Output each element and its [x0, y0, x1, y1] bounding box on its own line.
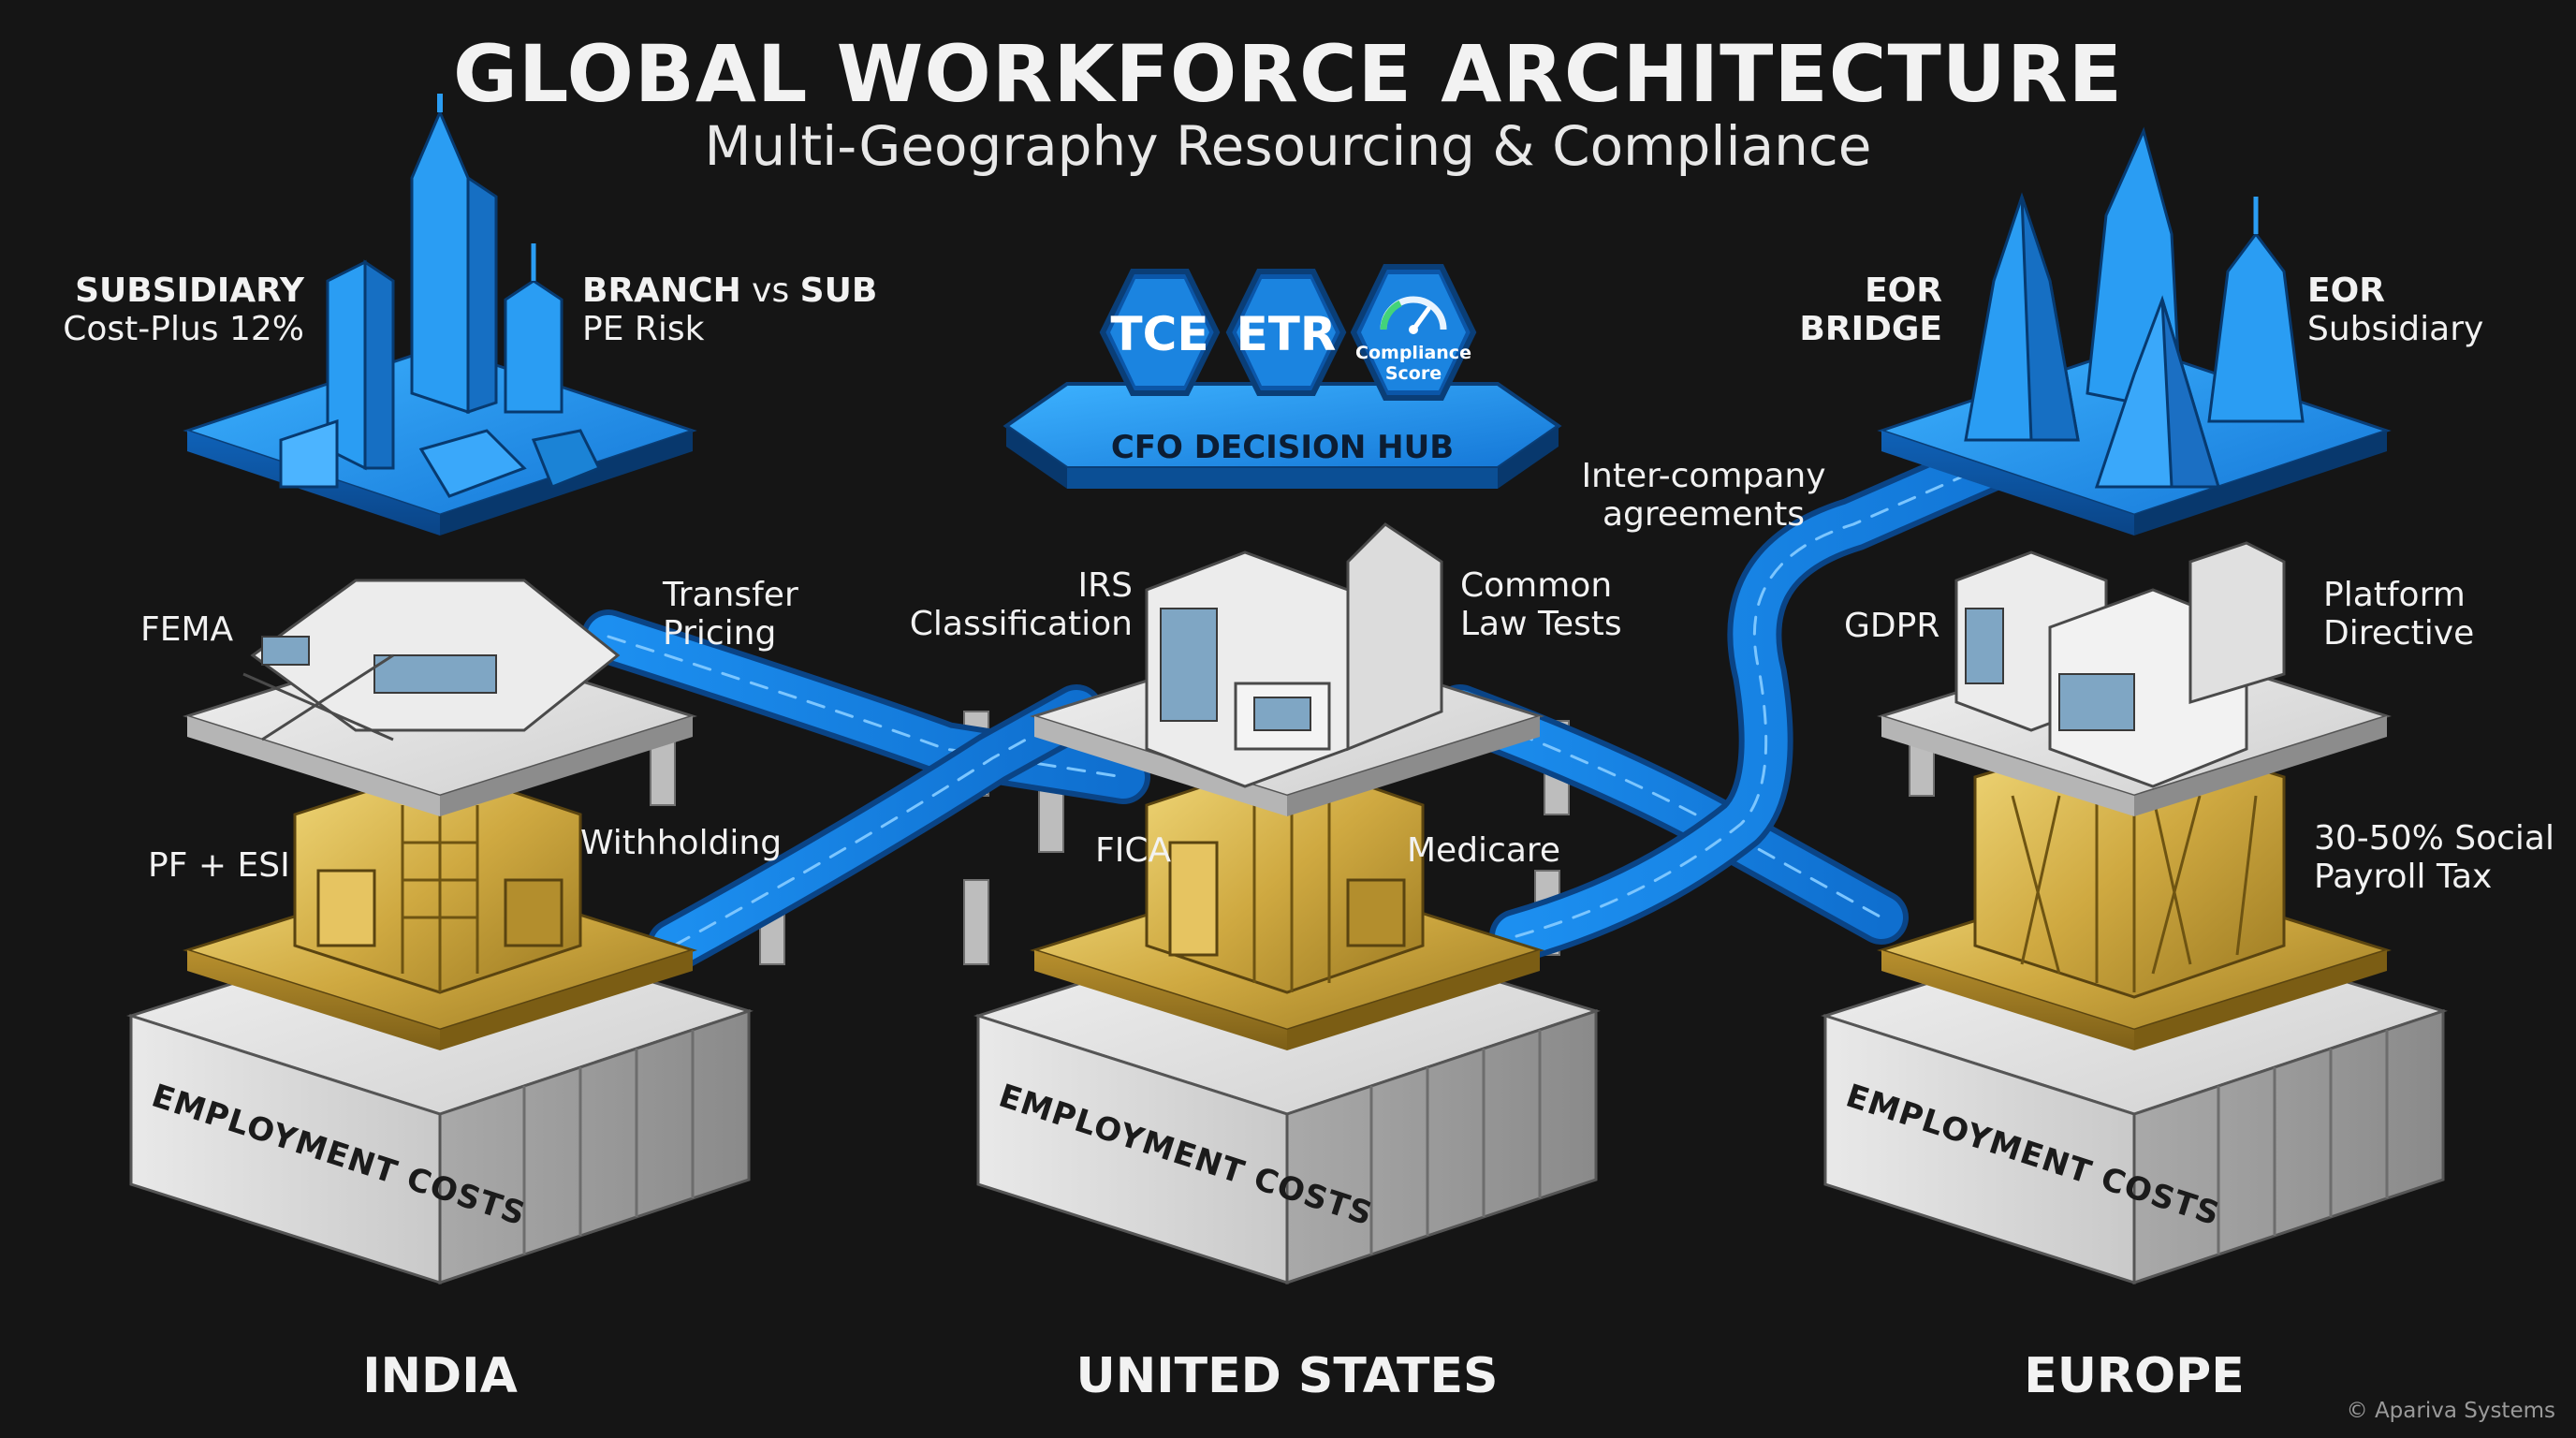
- region-europe: EUROPE: [2024, 1348, 2245, 1404]
- hub-name: CFO DECISION HUB: [1110, 429, 1455, 466]
- europe-eor-bridge-line1: EOR: [1865, 271, 1942, 310]
- europe-platform-line2: Directive: [2323, 614, 2475, 653]
- intercompany-line2: agreements: [1602, 495, 1806, 534]
- cfo-decision-hub: [1003, 264, 1562, 489]
- compliance-score-badge[interactable]: [1350, 264, 1477, 401]
- india-transfer-label: Transfer Pricing: [663, 576, 798, 653]
- compliance-label-line2: Score: [1384, 363, 1442, 384]
- europe-eor-sub-line1: EOR: [2307, 271, 2385, 310]
- tce-badge[interactable]: [1099, 269, 1221, 396]
- etr-badge[interactable]: [1225, 269, 1347, 396]
- highway-network: [581, 366, 2180, 973]
- europe-platform-label: Platform Directive: [2323, 576, 2474, 653]
- europe-gdpr-label: GDPR: [1844, 607, 1940, 645]
- gold-level-europe: [1877, 728, 2392, 1050]
- europe-social-tax-label: 30-50% Social Payroll Tax: [2314, 819, 2554, 896]
- highway-india-us: [581, 609, 1150, 973]
- us-common-law-line2: Law Tests: [1460, 605, 1622, 643]
- tower-us: [973, 522, 1601, 1285]
- etr-label: ETR: [1236, 307, 1337, 361]
- tower-europe: [1821, 126, 2448, 1285]
- europe-platform-line1: Platform: [2323, 576, 2466, 614]
- concrete-level-india: [183, 579, 697, 816]
- india-subsidiary-label: SUBSIDIARY Cost-Plus 12%: [56, 271, 304, 348]
- us-irs-line2: Classification: [909, 605, 1133, 643]
- us-common-law-line1: Common: [1460, 566, 1613, 605]
- copyright: © Apariva Systems: [2346, 1399, 2555, 1423]
- india-branch-risk: PE Risk: [582, 310, 705, 348]
- india-fema-label: FEMA: [140, 610, 234, 649]
- india-branch-sub: SUB: [799, 271, 878, 310]
- blue-platform-india: [183, 94, 697, 536]
- us-fica-label: FICA: [1095, 831, 1172, 870]
- concrete-level-us: [1030, 522, 1544, 816]
- us-common-law-label: Common Law Tests: [1460, 566, 1622, 643]
- blue-platform-europe: [1877, 126, 2392, 536]
- india-transfer-line2: Pricing: [663, 614, 777, 653]
- gold-level-india: [183, 766, 697, 1050]
- india-transfer-line1: Transfer: [663, 576, 798, 614]
- europe-eor-sub-line2: Subsidiary: [2307, 310, 2484, 348]
- europe-eor-bridge-line2: BRIDGE: [1799, 310, 1942, 348]
- gauge-icon: [1380, 296, 1447, 334]
- india-subsidiary-title: SUBSIDIARY: [75, 271, 304, 310]
- india-branch-label: BRANCH vs SUB PE Risk: [582, 271, 877, 348]
- page-title: GLOBAL WORKFORCE ARCHITECTURE: [452, 28, 2124, 120]
- gold-level-us: [1030, 756, 1544, 1050]
- tower-india: [126, 94, 754, 1285]
- india-pf-esi-label: PF + ESI: [148, 846, 290, 885]
- compliance-label-line1: Compliance: [1355, 343, 1471, 363]
- india-branch-title: BRANCH: [582, 271, 741, 310]
- europe-social-tax-line2: Payroll Tax: [2314, 858, 2493, 896]
- tce-label: TCE: [1110, 307, 1209, 361]
- europe-eor-bridge-label: EOR BRIDGE: [1760, 271, 1942, 348]
- region-india: INDIA: [362, 1348, 518, 1404]
- india-branch-vs: vs: [740, 271, 800, 310]
- us-irs-label: IRS Classification: [899, 566, 1133, 643]
- intercompany-label: Inter-company agreements: [1573, 457, 1835, 534]
- concrete-level-europe: [1877, 541, 2392, 816]
- india-subsidiary-sub: Cost-Plus 12%: [63, 310, 304, 348]
- us-medicare-label: Medicare: [1407, 831, 1561, 870]
- page-subtitle: Multi-Geography Resourcing & Compliance: [704, 114, 1872, 178]
- intercompany-line1: Inter-company: [1581, 457, 1826, 495]
- india-withholding-label: Withholding: [580, 824, 783, 862]
- europe-social-tax-line1: 30-50% Social: [2314, 819, 2554, 858]
- us-irs-line1: IRS: [1077, 566, 1133, 605]
- europe-eor-subsidiary-label: EOR Subsidiary: [2307, 271, 2483, 348]
- region-us: UNITED STATES: [1076, 1348, 1499, 1404]
